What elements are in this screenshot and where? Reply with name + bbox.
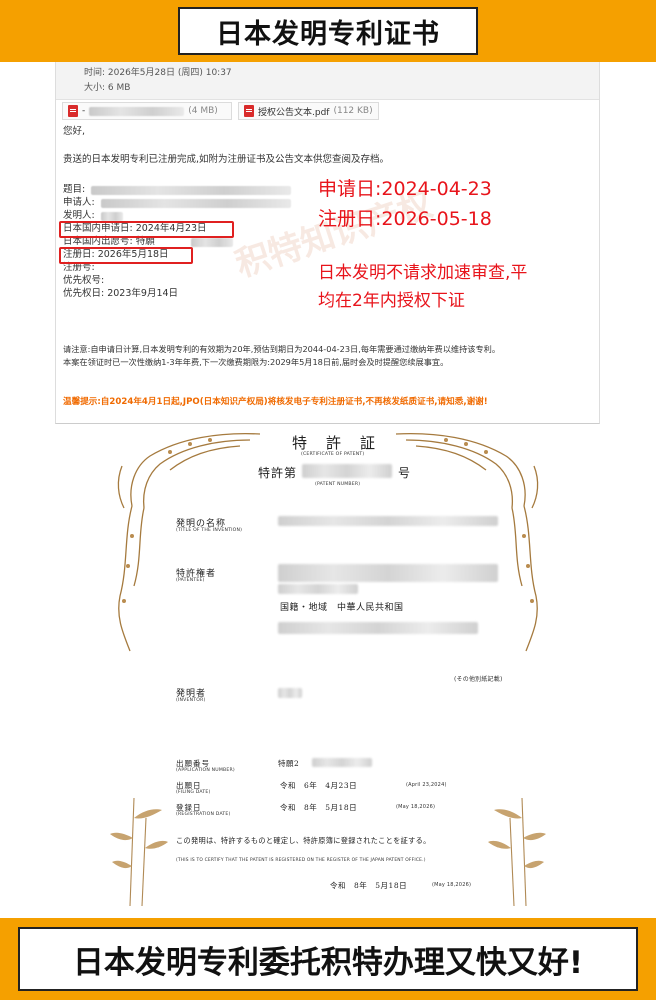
pdf-icon bbox=[244, 105, 254, 117]
annotation-filing-date: 申请日:2024-04-23 bbox=[318, 178, 492, 200]
patent-no-en: (PATENT NUMBER) bbox=[315, 482, 361, 487]
field-priority-no-label: 优先权号: bbox=[63, 275, 105, 286]
field-domestic-app-no-redacted bbox=[191, 238, 233, 247]
registration-date-en: (REGISTRATION DATE) bbox=[176, 812, 231, 817]
top-banner: 日本发明专利证书 bbox=[0, 0, 656, 62]
field-reg-no-label: 注册号: bbox=[63, 262, 95, 273]
field-domestic-app-no: 日本国内出愿号: 特願 bbox=[63, 236, 155, 247]
attachment-1-name: - bbox=[82, 106, 86, 116]
field-inventor-label: 发明人: bbox=[63, 210, 95, 221]
field-priority-date: 优先权日: 2023年9月14日 bbox=[63, 288, 179, 299]
phoenix-left-ornament bbox=[117, 433, 261, 652]
filing-date-highlight bbox=[59, 221, 234, 238]
invention-title-label: 発明の名称 bbox=[176, 519, 227, 529]
patent-certificate: 特 許 証 (CERTIFICATE OF PATENT) 特許第 号 (PAT… bbox=[110, 426, 546, 916]
notice-line-2: 本案在领证时已一次性缴纳1-3年年费,下一次缴费期限为:2029年5月18日前,… bbox=[63, 357, 449, 367]
annotation-note-line-2: 均在2年内授权下证 bbox=[318, 291, 465, 311]
patent-no-suffix: 号 bbox=[398, 466, 411, 480]
phoenix-right-ornament bbox=[395, 433, 539, 652]
filing-date-en: (FILING DATE) bbox=[176, 790, 211, 795]
certify-jp: この発明は、特許するものと確定し、特許原簿に登録されたことを証する。 bbox=[176, 836, 431, 845]
registration-date-highlight bbox=[59, 247, 193, 264]
app-no-label: 出願番号 bbox=[176, 759, 210, 768]
others-note: (その他別紙記載) bbox=[454, 676, 503, 683]
warm-tip: 温馨提示:自2024年4月1日起,JPO(日本知识产权局)将核发电子专利注册证书… bbox=[63, 397, 488, 407]
email-header: 时间: 2026年5月28日 (周四) 10:37 大小: 6 MB bbox=[56, 62, 599, 100]
email-time: 时间: 2026年5月28日 (周四) 10:37 bbox=[84, 68, 232, 78]
annotation-registration-date: 注册日:2026-05-18 bbox=[318, 208, 492, 230]
cert-title: 特 許 証 bbox=[292, 434, 378, 452]
inventor-label: 発明者 bbox=[176, 689, 207, 699]
issue-date: 令和 8年 5月18日 bbox=[330, 881, 408, 890]
patent-no-redacted bbox=[302, 464, 392, 478]
pdf-icon bbox=[68, 105, 78, 117]
email-intro: 贵送的日本发明专利已注册完成,如附为注册证书及公告文本供您查阅及存档。 bbox=[63, 154, 390, 165]
patent-no-prefix: 特許第 bbox=[258, 466, 298, 480]
registration-date-value: 令和 8年 5月18日 bbox=[280, 803, 358, 812]
top-banner-box: 日本发明专利证书 bbox=[178, 7, 478, 55]
patentee-label: 特許権者 bbox=[176, 569, 217, 579]
registration-date-label: 登録日 bbox=[176, 803, 202, 812]
attachment-1-name-redacted bbox=[89, 106, 185, 116]
field-filing-date: 日本国内申请日: 2024年4月23日 bbox=[63, 223, 207, 234]
filing-date-label: 出願日 bbox=[176, 781, 202, 790]
bamboo-right-ornament bbox=[488, 797, 546, 907]
app-no-value: 特願2 bbox=[278, 759, 300, 768]
annotation-note-line-1: 日本发明不请求加速审查,平 bbox=[318, 263, 528, 283]
notice-line-1: 请注意:自申请日计算,日本发明专利的有效期为20年,预估到期日为2044-04-… bbox=[63, 344, 501, 354]
field-title-redacted bbox=[91, 186, 291, 195]
cert-title-en: (CERTIFICATE OF PATENT) bbox=[301, 452, 365, 457]
issue-date-en: (May 18,2026) bbox=[432, 882, 472, 888]
attachment-2-name: 授权公告文本.pdf bbox=[258, 107, 330, 118]
field-registration-date: 注册日: 2026年5月18日 bbox=[63, 249, 169, 260]
registration-date-value-en: (May 18,2026) bbox=[396, 804, 436, 810]
patentee-address-redacted bbox=[278, 622, 478, 634]
inventor-redacted bbox=[278, 688, 302, 698]
email-size: 大小: 6 MB bbox=[84, 83, 131, 93]
field-applicant-label: 申请人: bbox=[63, 197, 95, 208]
field-title-label: 题目: bbox=[63, 184, 86, 195]
invention-title-redacted bbox=[278, 516, 498, 526]
bottom-banner-title: 日本发明专利委托积特办理又快又好! bbox=[72, 944, 584, 981]
attachment-row: - (4 MB) 授权公告文本.pdf (112 KB) bbox=[62, 102, 379, 122]
inventor-en: (INVENTOR) bbox=[176, 698, 206, 703]
certify-en: (THIS IS TO CERTIFY THAT THE PATENT IS R… bbox=[176, 858, 426, 863]
bottom-banner-box: 日本发明专利委托积特办理又快又好! bbox=[18, 927, 638, 991]
filing-date-value-en: (April 23,2024) bbox=[406, 782, 447, 788]
attachment-1-size: (4 MB) bbox=[188, 106, 218, 116]
bottom-banner: 日本发明专利委托积特办理又快又好! bbox=[0, 918, 656, 1000]
app-no-redacted bbox=[312, 758, 372, 767]
bamboo-left-ornament bbox=[110, 797, 168, 907]
email-screenshot: 时间: 2026年5月28日 (周四) 10:37 大小: 6 MB - (4 … bbox=[55, 62, 600, 424]
email-greeting: 您好, bbox=[63, 126, 86, 137]
patentee-en: (PATENTEE) bbox=[176, 578, 205, 583]
patentee-name-redacted bbox=[278, 564, 498, 582]
patentee-nationality: 国籍・地域 中華人民共和国 bbox=[280, 603, 404, 613]
attachment-2[interactable]: 授权公告文本.pdf (112 KB) bbox=[238, 102, 379, 120]
filing-date-value: 令和 6年 4月23日 bbox=[280, 781, 358, 790]
attachment-2-size: (112 KB) bbox=[333, 106, 373, 116]
attachment-1[interactable]: - (4 MB) bbox=[62, 102, 232, 120]
patentee-name-redacted-2 bbox=[278, 584, 358, 594]
field-inventor-redacted bbox=[101, 212, 123, 221]
invention-title-en: (TITLE OF THE INVENTION) bbox=[176, 528, 243, 533]
app-no-en: (APPLICATION NUMBER) bbox=[176, 768, 235, 773]
top-banner-title: 日本发明专利证书 bbox=[216, 18, 440, 50]
field-applicant-redacted bbox=[101, 199, 291, 208]
